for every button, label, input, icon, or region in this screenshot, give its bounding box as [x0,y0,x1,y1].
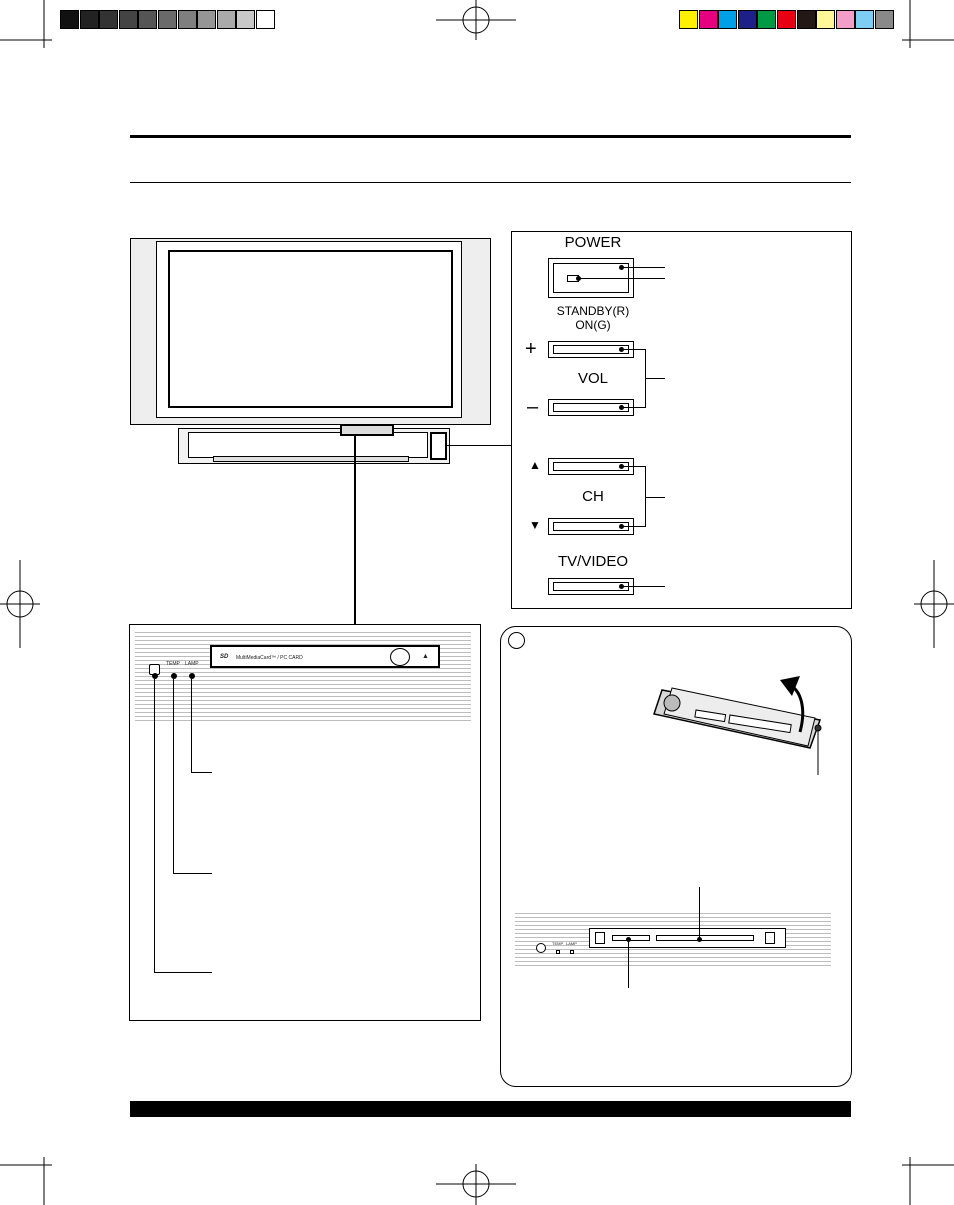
open-slot-bezel [589,928,786,948]
vol-plus-icon: + [525,338,537,360]
card-slot-label: MultiMediaCard™ / PC CARD [236,655,303,661]
color-swatch [835,10,855,29]
header-rule-thin [130,182,851,183]
card-door-knob[interactable] [390,648,410,666]
header-rule-thick [130,135,851,138]
power-label: POWER [564,234,622,251]
ch-down-icon: ▼ [529,518,541,532]
eject-icon: ▲ [422,653,429,660]
gray-swatch [118,10,138,29]
color-swatch [796,10,816,29]
sensor-dot [152,673,158,679]
gray-swatch [99,10,119,29]
gray-swatch [158,10,177,29]
gray-swatch [197,10,217,29]
temp-label: TEMP [166,661,180,667]
card-slot-door[interactable]: SD MultiMediaCard™ / PC CARD ▲ [210,645,440,668]
gray-swatch [60,10,79,29]
footer-bar [130,1101,851,1117]
ch-label: CH [582,488,604,505]
gray-swatch [177,10,197,29]
vol-minus-icon: – [527,396,539,418]
lamp-indicator [189,673,195,679]
open-door-illustration [653,676,822,775]
color-swatch [855,10,875,29]
gray-swatch [79,10,99,29]
gray-swatch [216,10,236,29]
color-swatch [816,10,836,29]
pc-card-slot[interactable] [656,935,754,941]
temp-indicator [171,673,177,679]
step-number-circle [508,632,525,649]
slot-detail-sensor [536,943,546,953]
color-swatch [737,10,757,29]
tv-side-panel-highlight [430,432,447,460]
gray-swatch [236,10,256,29]
tvvideo-button[interactable] [548,578,634,595]
ch-up-icon: ▲ [529,458,541,472]
color-swatch [875,10,894,29]
mmc-slot[interactable] [612,935,650,941]
on-label: ON(G) [575,318,611,332]
color-swatch [718,10,738,29]
slot-detail-temp-label: TEMP [552,941,564,946]
color-swatch [757,10,777,29]
color-swatch [777,10,796,29]
lamp-label: LAMP [185,661,199,667]
vol-label: VOL [577,370,608,387]
color-swatch [698,10,718,29]
slot-detail-lamp-label: LAMP [566,941,577,946]
color-swatch [679,10,698,29]
standby-label: STANDBY(R) [556,304,630,318]
gray-swatch [256,10,275,29]
tv-front-panel-highlight [340,424,394,436]
tvvideo-label: TV/VIDEO [557,553,628,570]
gray-swatch [138,10,158,29]
